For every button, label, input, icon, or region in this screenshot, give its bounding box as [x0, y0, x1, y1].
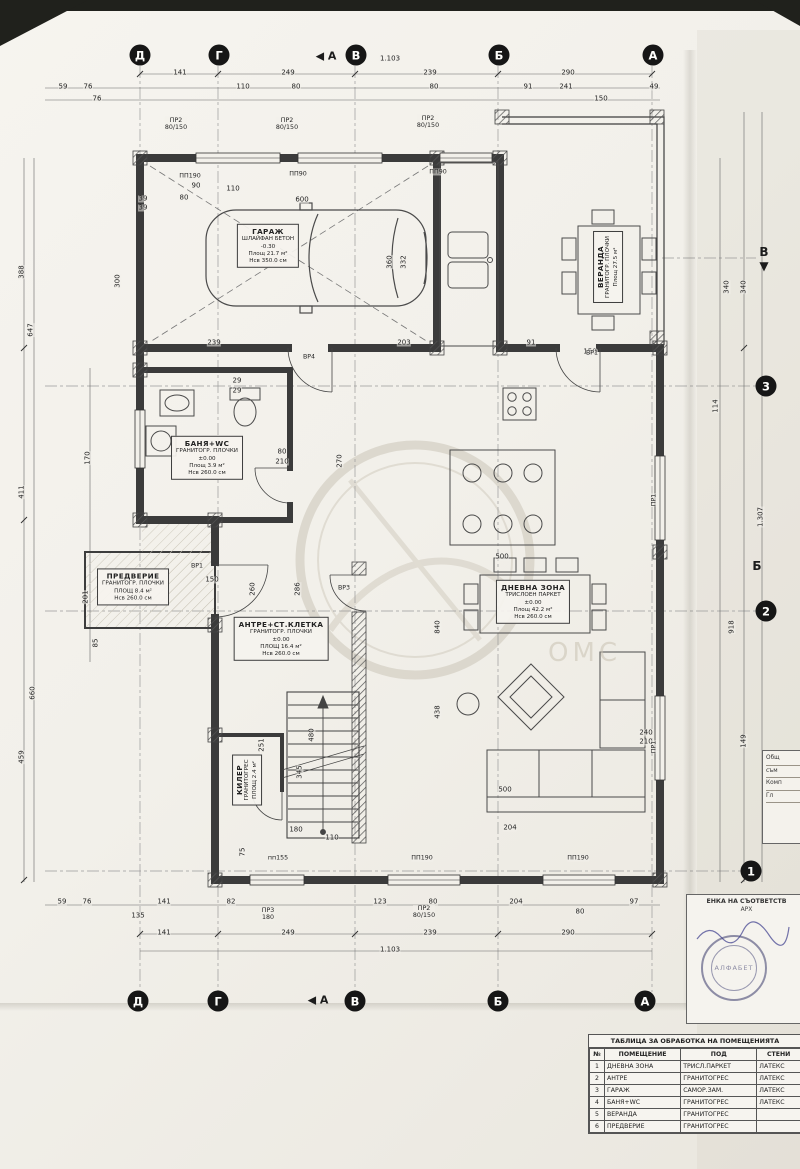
- photo-background-top: [0, 0, 800, 11]
- finish-table-header: СТЕНИ: [756, 1048, 800, 1061]
- finish-table-title: ТАБЛИЦА ЗА ОБРАБОТКА НА ПОМЕЩЕНИЯТА: [589, 1035, 800, 1048]
- certification-subtitle: АРХ: [740, 906, 753, 913]
- stairs: [281, 691, 365, 839]
- wall-piers: [132, 109, 668, 888]
- dimension-lines: [23, 73, 763, 952]
- finish-table-header: ПОМЕЩЕНИЕ: [603, 1048, 682, 1061]
- closet-walls: [213, 733, 284, 792]
- windows: [134, 152, 666, 886]
- dining-table: [463, 557, 607, 634]
- stove: [502, 387, 537, 421]
- certification-title: ЕНКА НА СЪОТВЕТСТВ: [706, 898, 787, 905]
- veranda-table: [561, 209, 657, 331]
- seal-text: АЛФАБЕТ: [714, 964, 754, 972]
- watermark-text: ОМС: [548, 638, 622, 668]
- signature-scribble: [696, 921, 790, 946]
- round-seal: АЛФАБЕТ: [701, 935, 767, 1001]
- dimension-ticks: [20, 70, 748, 938]
- bathroom-fixtures: [145, 387, 261, 457]
- finish-table-header: ПОД: [680, 1048, 758, 1061]
- kitchen-counter: [439, 161, 499, 347]
- sofa: [456, 651, 646, 813]
- garage-door-swing: [149, 165, 429, 343]
- watermark-seal: [295, 440, 535, 680]
- entry-tiles: [142, 522, 213, 625]
- finish-table-header: №: [589, 1048, 605, 1061]
- photo-corner-top-left: [0, 0, 88, 46]
- island-table: [449, 449, 556, 546]
- interior-walls: [137, 367, 293, 523]
- doors: [214, 347, 601, 821]
- car-top-view: [205, 202, 428, 314]
- photo-corner-top-right: [754, 0, 800, 26]
- certification-box: ЕНКА НА СЪОТВЕТСТВ АРХ АЛФАБЕТ: [686, 894, 800, 1024]
